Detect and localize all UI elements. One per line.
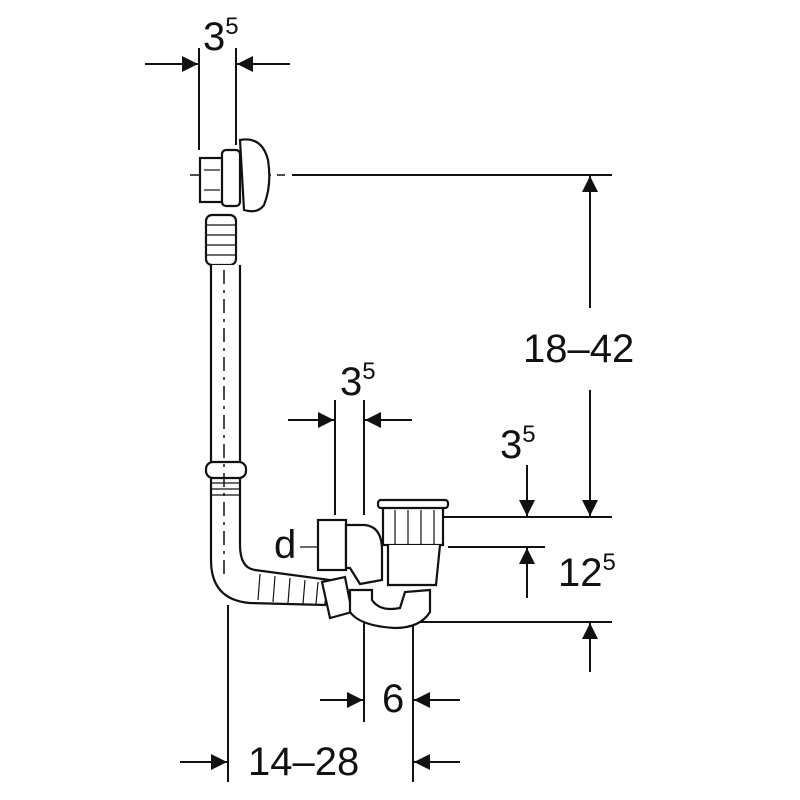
outlet-dimensions: 35 125 bbox=[415, 421, 616, 672]
middle-width-dimension: 35 bbox=[288, 358, 412, 515]
overflow-cover-drawing bbox=[198, 138, 271, 213]
middle-width-label: 35 bbox=[340, 358, 376, 404]
outlet-height-label: 125 bbox=[558, 549, 616, 595]
diameter-label: d bbox=[274, 523, 296, 567]
overflow-pipe-drawing bbox=[204, 213, 332, 607]
trap-drawing bbox=[316, 498, 450, 630]
right-drop-label: 35 bbox=[500, 421, 536, 467]
top-width-dimension: 35 bbox=[145, 13, 290, 150]
offset-label: 6 bbox=[382, 677, 404, 721]
bottom-dimensions: 6 14–28 bbox=[180, 605, 460, 784]
top-width-label: 35 bbox=[203, 13, 239, 59]
height-range-label: 18–42 bbox=[523, 327, 634, 371]
height-range-dimension: 18–42 bbox=[190, 174, 634, 516]
length-range-label: 14–28 bbox=[248, 740, 359, 784]
